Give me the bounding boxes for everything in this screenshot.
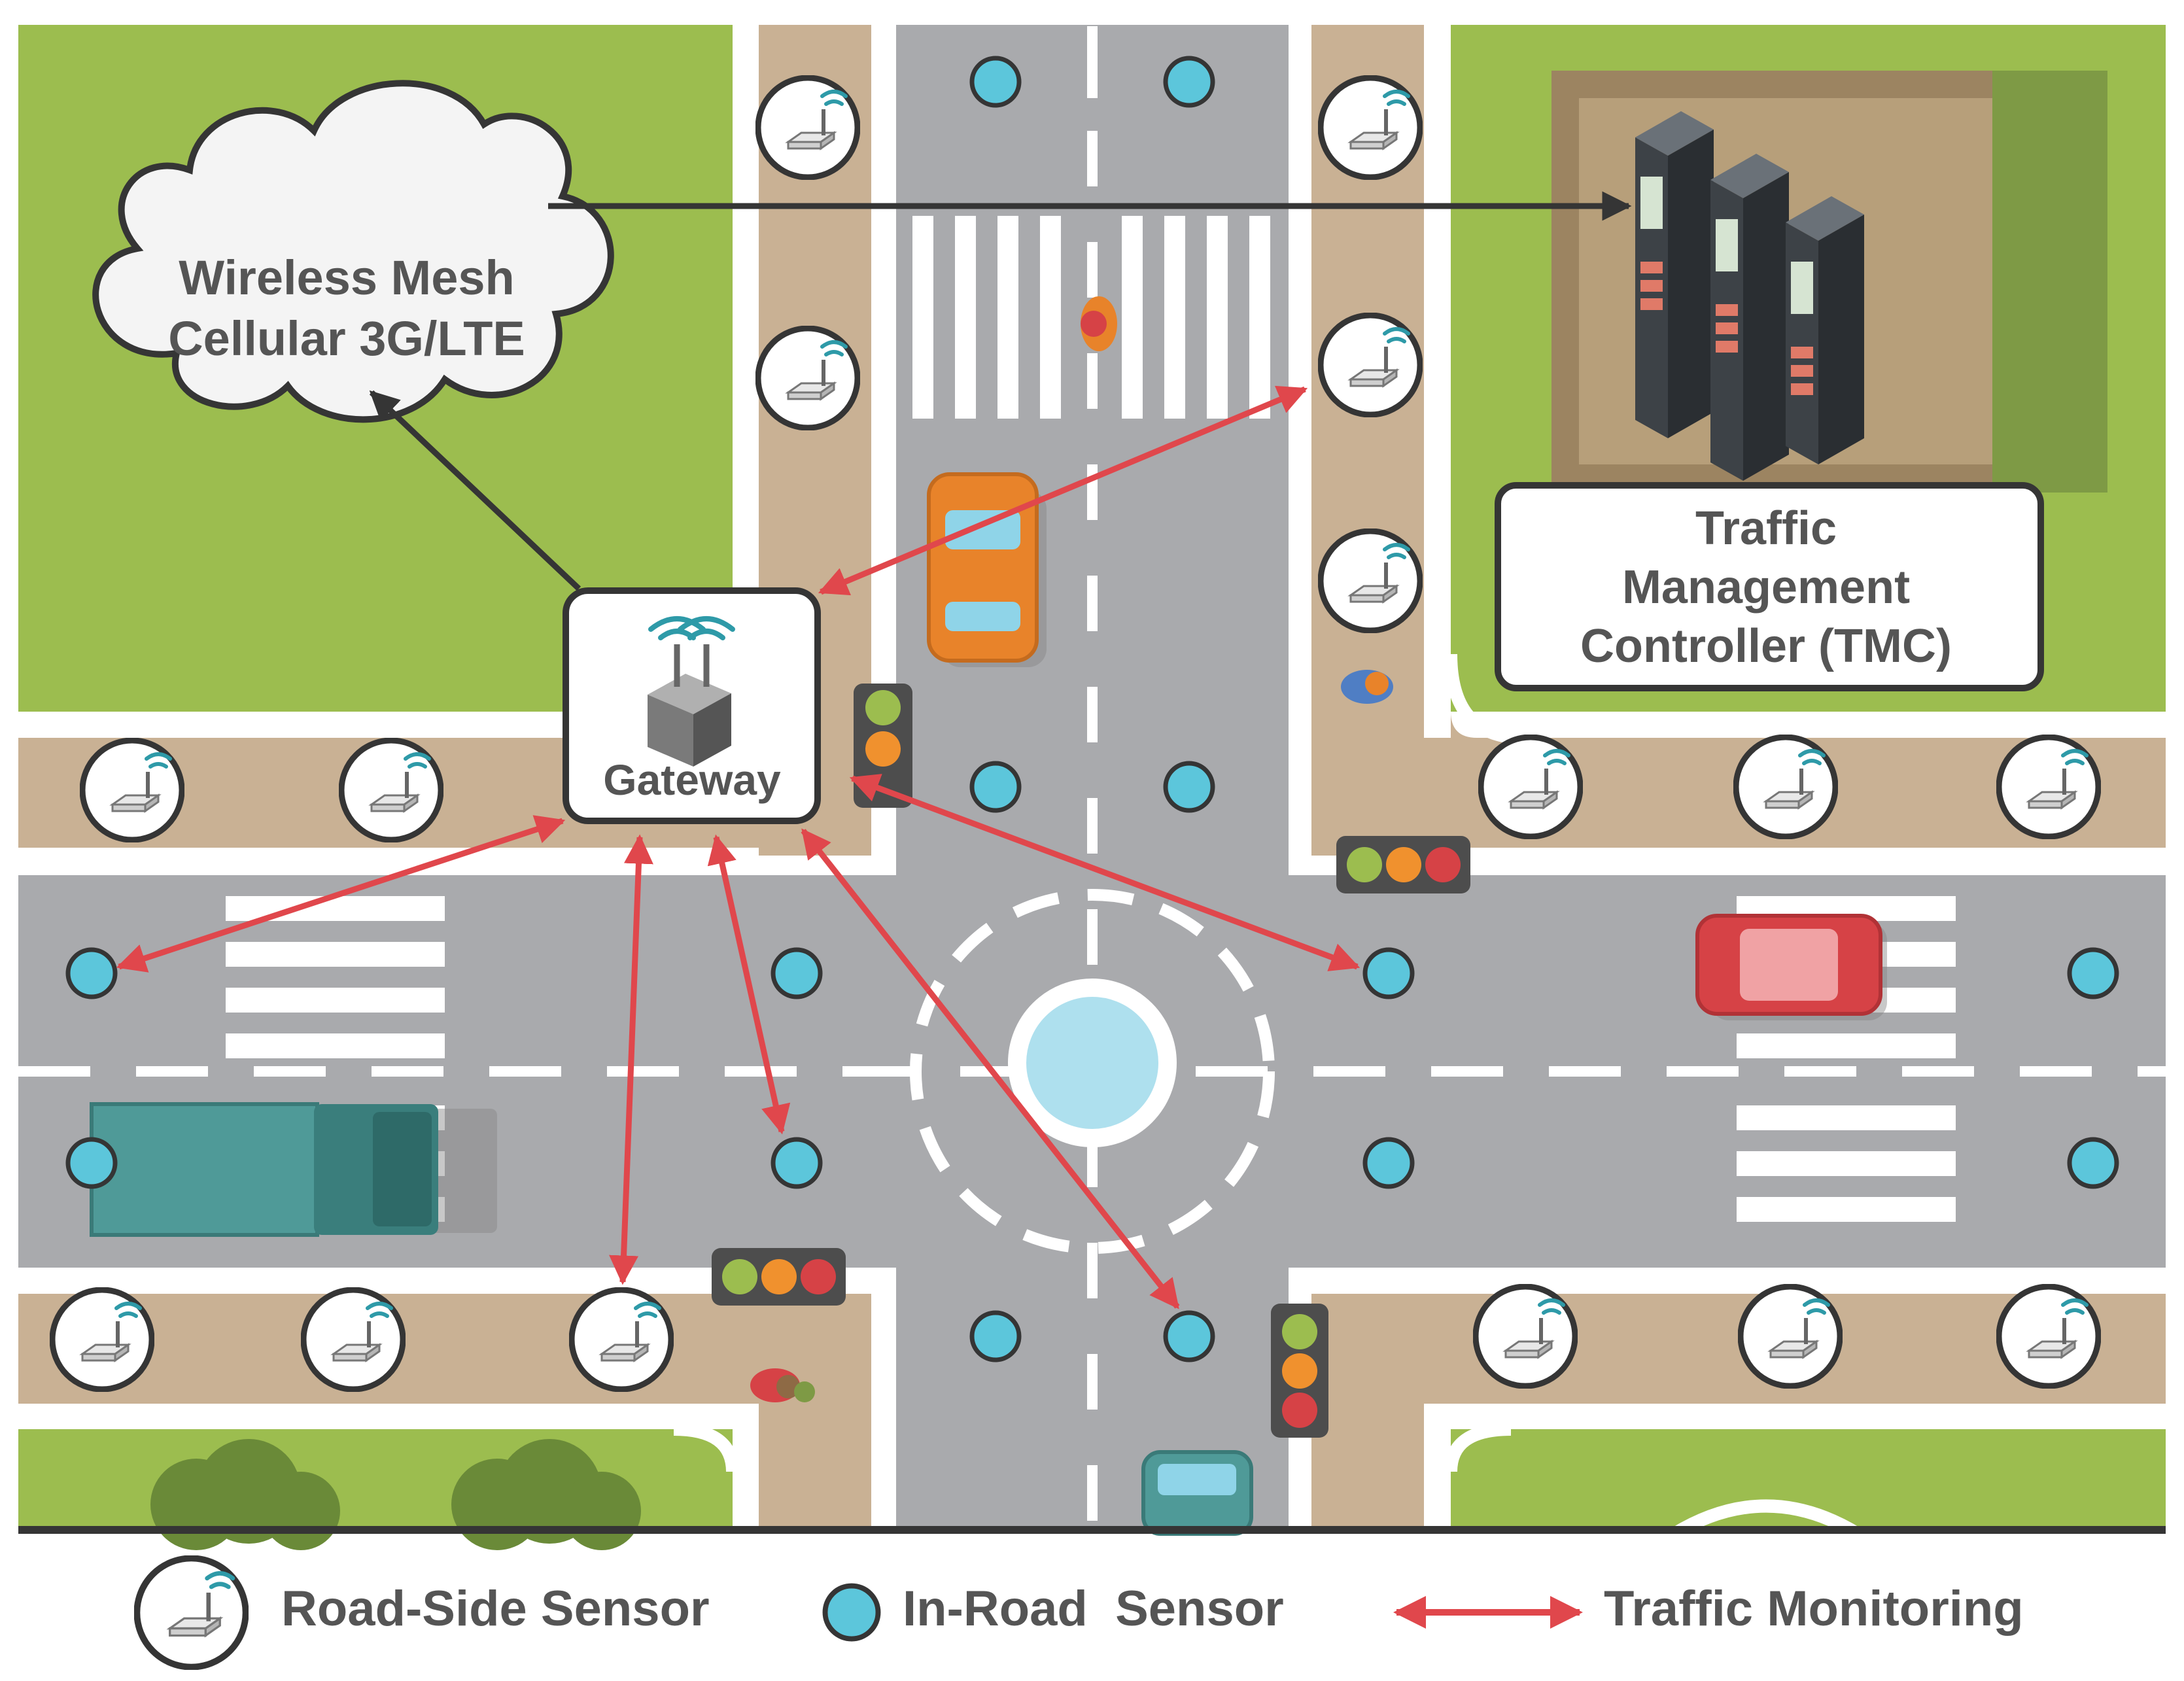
roundabout-center <box>1008 979 1177 1147</box>
road-side-sensor <box>1481 737 1580 837</box>
road-side-sensor <box>1999 737 2098 837</box>
pedestrian <box>1081 296 1117 351</box>
road-side-sensor <box>758 328 858 428</box>
in-road-sensor <box>2070 950 2117 997</box>
traffic-monitoring-links <box>116 385 1361 1309</box>
red-car <box>1695 914 1887 1020</box>
road-side-sensor <box>1321 78 1420 177</box>
in-road-sensor <box>972 763 1019 810</box>
road-side-sensor <box>82 740 182 840</box>
monitoring-arrow <box>818 385 1308 596</box>
gateway-router-icon <box>648 616 735 767</box>
road-side-sensor <box>52 1290 152 1389</box>
road-side-sensor <box>1321 315 1420 415</box>
in-road-sensor <box>972 1313 1019 1360</box>
traffic-light-icon <box>1336 836 1470 893</box>
sidewalk <box>18 1294 871 1404</box>
road-side-sensor <box>303 1290 403 1389</box>
pedestrian <box>750 1368 815 1402</box>
cloud-label-line2: Cellular 3G/LTE <box>168 311 525 366</box>
sidewalk <box>1311 1294 1424 1534</box>
in-road-sensor <box>773 1139 820 1187</box>
traffic-light-icon <box>1271 1304 1328 1438</box>
in-road-sensor <box>68 950 115 997</box>
truck <box>90 1102 497 1237</box>
sidewalk <box>759 1294 871 1534</box>
crosswalk-top <box>912 216 1270 419</box>
in-road-sensor <box>1166 763 1213 810</box>
in-road-sensor <box>773 950 820 997</box>
road-side-sensor <box>341 740 441 840</box>
in-road-sensor <box>1166 58 1213 105</box>
road-side-sensor <box>1476 1287 1575 1386</box>
monitoring-arrow <box>609 834 653 1285</box>
road-side-sensor <box>1321 531 1420 631</box>
gateway-label: Gateway <box>603 755 781 804</box>
server-rack-icon <box>1635 111 1864 481</box>
ground-line <box>18 1526 2166 1534</box>
in-road-sensor <box>2070 1139 2117 1187</box>
in-road-sensor <box>972 58 1019 105</box>
road-side-sensor <box>1736 737 1835 837</box>
cloud-label-line1: Wireless Mesh <box>179 251 514 305</box>
legend-in-road-label: In-Road Sensor <box>903 1581 1284 1637</box>
road-side-sensor <box>1999 1287 2098 1386</box>
tmc-label-line1: Traffic <box>1695 502 1837 555</box>
in-road-sensor <box>1365 950 1412 997</box>
tmc-label-line3: Controller (TMC) <box>1580 620 1952 672</box>
legend-monitoring-label: Traffic Monitoring <box>1604 1581 2024 1637</box>
in-road-sensor <box>1365 1139 1412 1187</box>
legend-in-road-sensor-icon <box>825 1586 878 1639</box>
road-side-sensor <box>758 78 858 177</box>
gateway-to-cloud-arrow <box>369 390 581 591</box>
monitoring-arrow <box>801 828 1180 1309</box>
monitoring-arrow <box>707 834 791 1135</box>
road-side-sensor <box>572 1290 671 1389</box>
monitoring-arrow <box>116 815 566 973</box>
traffic-light-icon <box>712 1248 846 1306</box>
legend: Road-Side Sensor In-Road Sensor Traffic … <box>137 1558 2024 1667</box>
cloud-icon <box>92 80 614 423</box>
tmc-label-box <box>1495 482 2044 691</box>
tmc-label-line2: Management <box>1622 561 1910 614</box>
in-road-sensor <box>68 1139 115 1187</box>
legend-road-side-sensor-icon <box>137 1558 245 1667</box>
in-road-sensor <box>1166 1313 1213 1360</box>
legend-road-side-label: Road-Side Sensor <box>281 1581 710 1637</box>
teal-car <box>1141 1450 1253 1536</box>
road-side-sensor <box>1741 1287 1840 1386</box>
pedestrian <box>1341 670 1393 704</box>
